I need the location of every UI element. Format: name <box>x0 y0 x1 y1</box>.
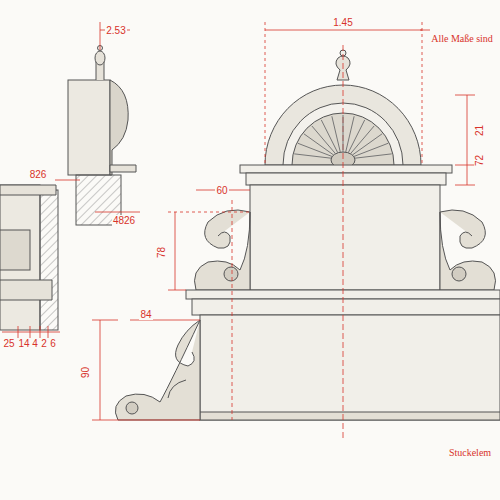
note-text: Alle Maße sind <box>430 33 494 44</box>
dimension: 826 <box>29 169 48 180</box>
dimension: 21 <box>475 123 486 136</box>
dimension: 6 <box>49 338 57 349</box>
fan-flutes <box>294 115 391 158</box>
dimension: 1.45 <box>332 17 353 28</box>
dimension: 90 <box>81 365 92 378</box>
dimension: 72 <box>475 153 486 166</box>
dimension: 4 <box>31 338 39 349</box>
dimension: 60 <box>215 185 228 196</box>
dimension: 2 <box>40 338 48 349</box>
dimension: 14 <box>17 338 30 349</box>
dimension: 25 <box>2 338 15 349</box>
dimension: 4826 <box>112 215 136 226</box>
dimension: 78 <box>157 245 168 258</box>
note-text: Stuckelem <box>448 447 492 458</box>
dimension: 84 <box>139 309 152 320</box>
dimension: 2.53 <box>105 25 126 36</box>
